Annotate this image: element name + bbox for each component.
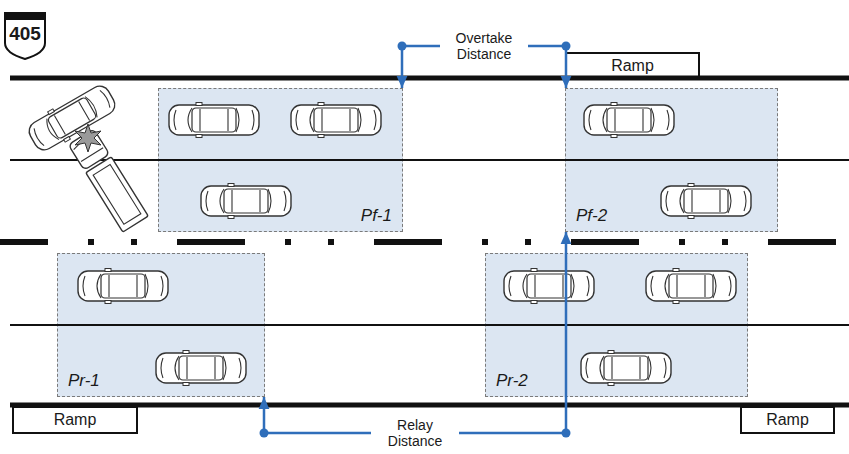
car-icon — [646, 269, 736, 304]
car-icon — [584, 103, 674, 138]
platoon-label: Pf-2 — [576, 206, 607, 226]
route-shield: 405 — [4, 12, 46, 60]
distance-bracket — [398, 42, 571, 89]
bend-dot — [398, 42, 407, 51]
platoon-label: Pr-2 — [496, 371, 528, 391]
road-markings — [0, 78, 849, 405]
ramp-label: Ramp — [611, 57, 654, 75]
bend-dot — [562, 42, 571, 51]
car-icon — [581, 351, 671, 386]
car-icon — [291, 103, 381, 138]
lane-line — [10, 324, 849, 326]
platoon-label: Pf-1 — [361, 206, 392, 226]
car-icon — [169, 103, 259, 138]
ramp-box: Ramp — [12, 406, 138, 434]
ramp-label: Ramp — [766, 411, 809, 429]
car-icon — [201, 184, 291, 219]
bend-dot — [562, 429, 571, 438]
shield-body — [5, 19, 45, 59]
road-edge — [10, 403, 849, 408]
label-patch: Relay Distance — [371, 416, 459, 450]
crash-scene — [24, 80, 148, 232]
distance-arrow — [402, 46, 566, 88]
bend-dot — [260, 429, 269, 438]
car-icon — [504, 269, 594, 304]
lane-line — [10, 159, 849, 161]
road-edge — [10, 76, 849, 81]
label-patch: Overtake Distance — [440, 29, 528, 63]
distance-label: Overtake Distance — [456, 30, 513, 62]
car-icon — [78, 269, 168, 304]
shield-band — [4, 12, 46, 19]
median-line — [0, 239, 849, 245]
ramp-label: Ramp — [54, 411, 97, 429]
route-number: 405 — [9, 23, 41, 45]
car-icon — [156, 351, 246, 386]
car-icon — [661, 184, 751, 219]
platoon-label: Pr-1 — [68, 371, 100, 391]
ramp-box: Ramp — [740, 406, 835, 434]
crash-burst — [75, 124, 101, 152]
distance-label: Relay Distance — [388, 417, 442, 449]
